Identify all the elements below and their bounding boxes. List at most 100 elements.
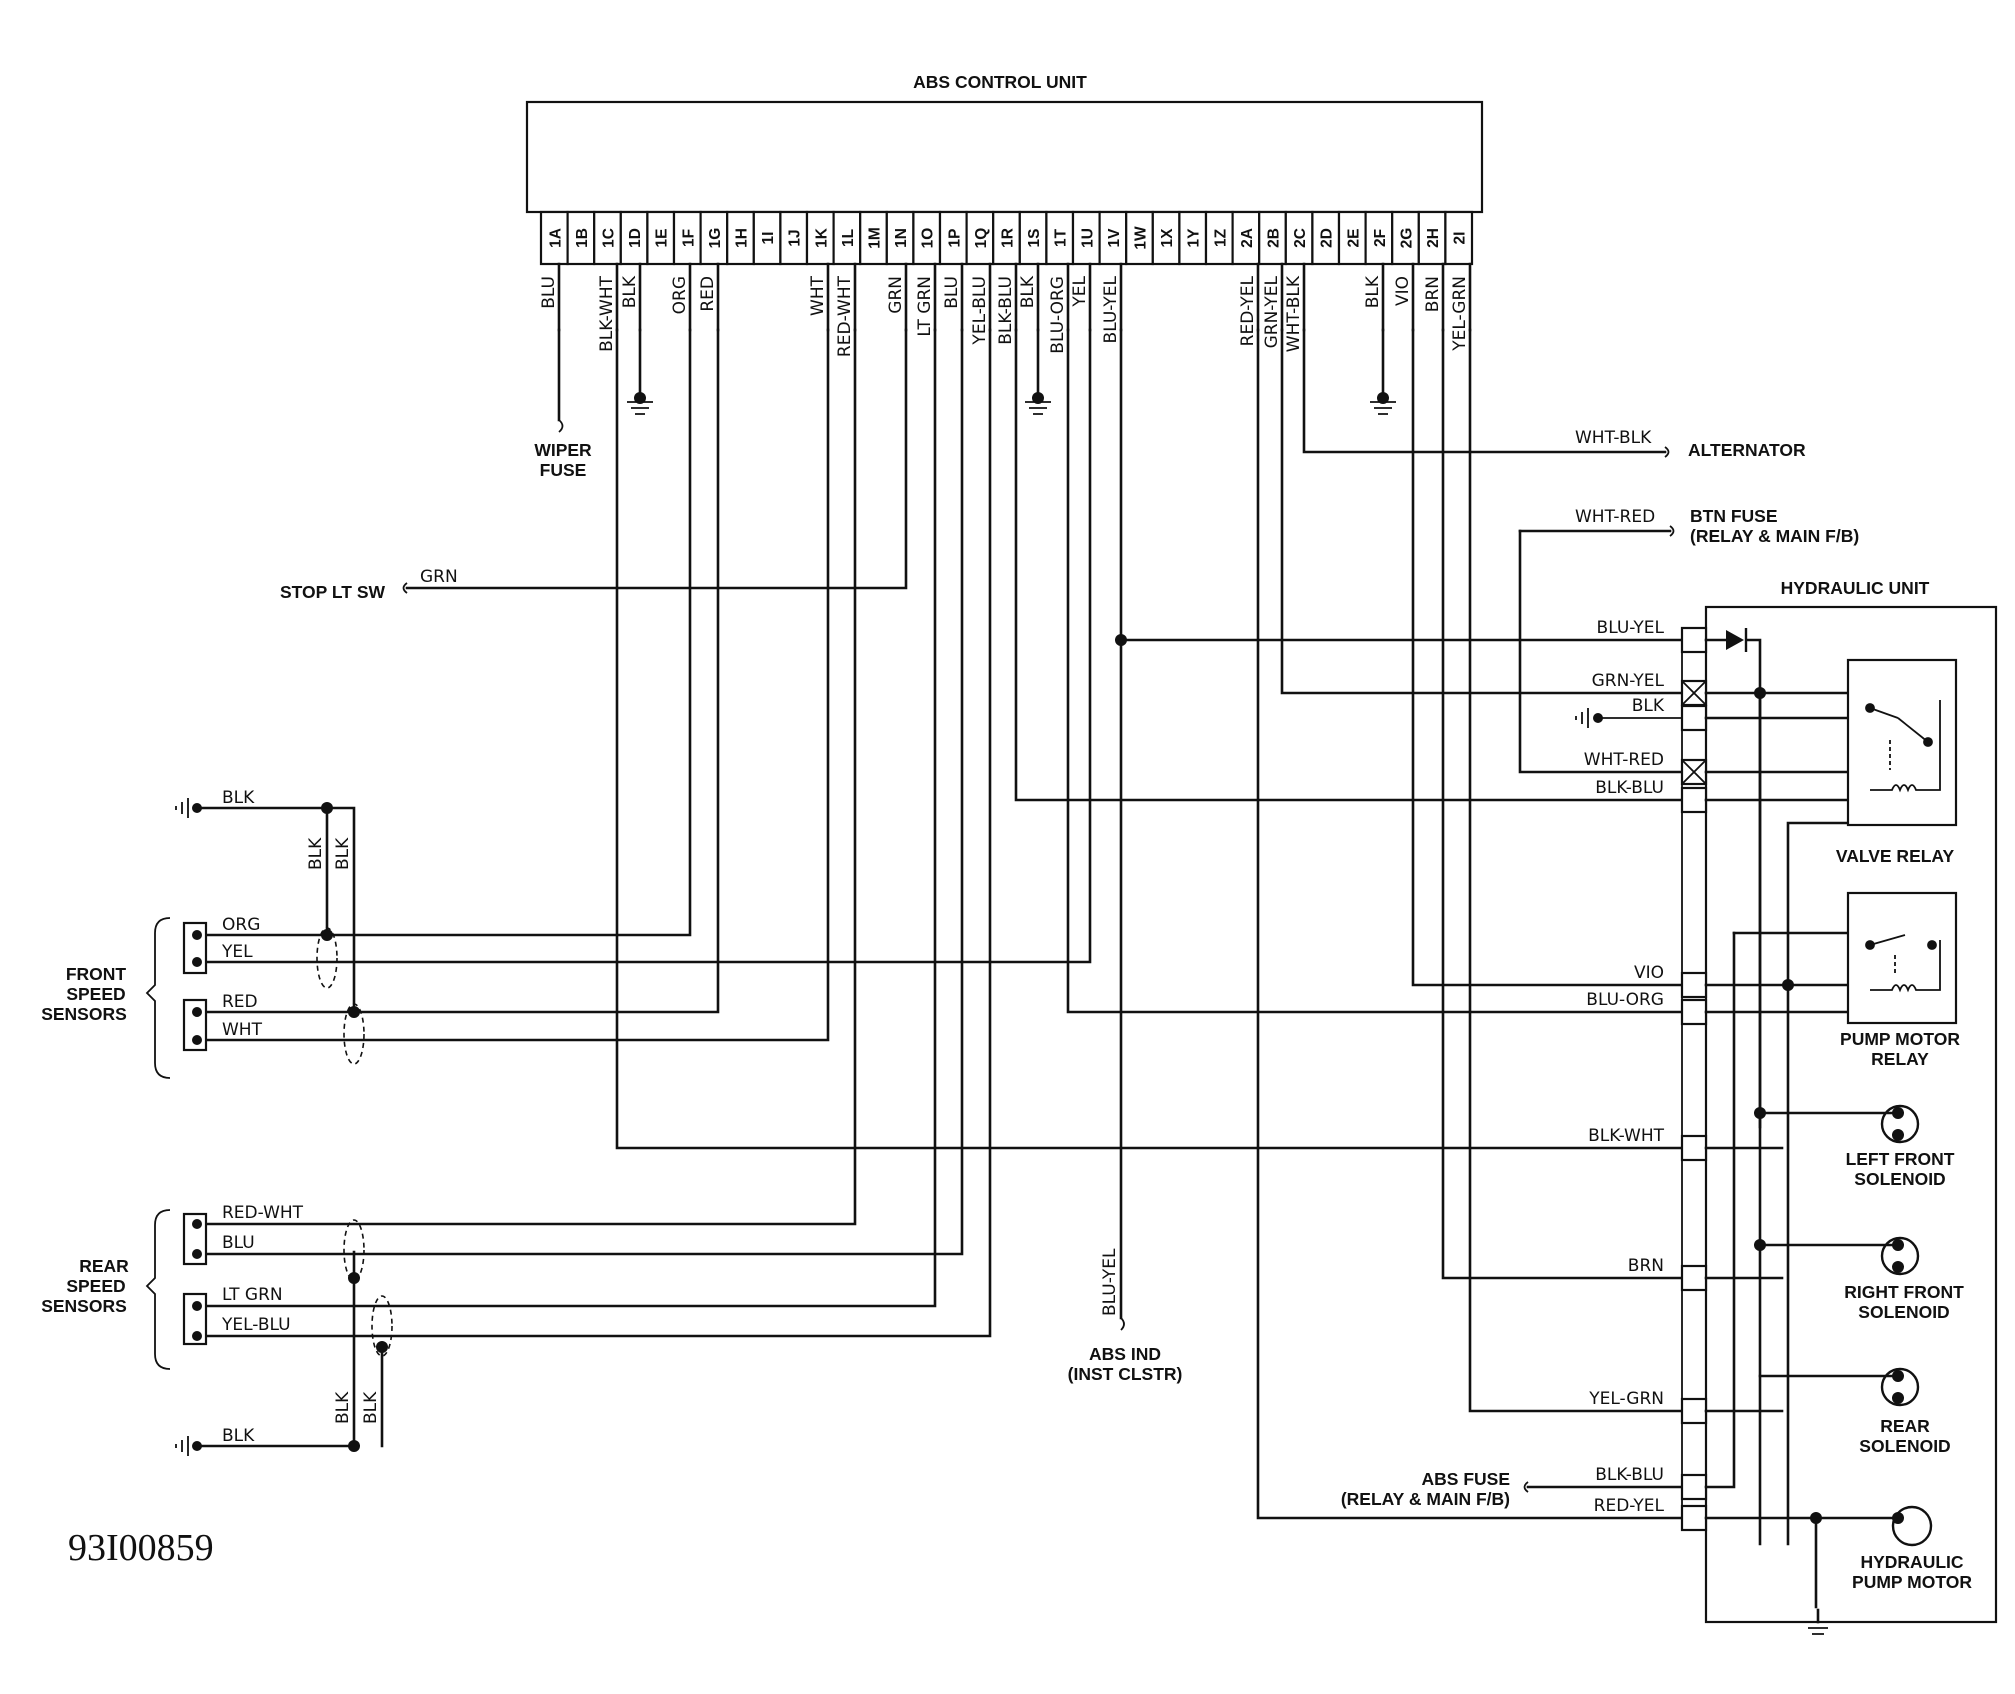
pin-cell xyxy=(566,210,596,266)
pump-motor-icon xyxy=(1891,1505,1933,1547)
left-front-solenoid-label: SOLENOID xyxy=(1854,1169,1945,1189)
pin-wire-color: WHT xyxy=(808,275,828,316)
pin-label: 1C xyxy=(601,228,618,248)
rear-sensor-wire-label: YEL-BLU xyxy=(221,1315,291,1335)
pin-label: 1S xyxy=(1026,229,1043,248)
pin-wire-color: BLK xyxy=(1363,275,1383,308)
pin-label: 1E xyxy=(654,229,671,248)
pin-label: 2G xyxy=(1399,228,1416,249)
alternator-wire-label: WHT-BLK xyxy=(1575,428,1652,448)
hydraulic-input-label: BLU-ORG xyxy=(1586,990,1664,1010)
right-front-solenoid-label: RIGHT FRONT xyxy=(1844,1282,1964,1302)
pump-motor-relay-label: RELAY xyxy=(1871,1049,1929,1069)
pin-label: 2C xyxy=(1292,228,1309,248)
right-front-solenoid-label: SOLENOID xyxy=(1858,1302,1949,1322)
rear-ground-wire-label: BLK xyxy=(222,1426,255,1446)
ground-icon xyxy=(627,401,1396,415)
hydraulic-pin xyxy=(1680,786,1708,814)
pin-label: 1Y xyxy=(1186,228,1203,248)
pin-wire-color: ORG xyxy=(670,276,690,314)
pin-cell xyxy=(779,210,809,266)
diode-icon xyxy=(1726,628,1748,652)
hydraulic-pin xyxy=(1680,1134,1708,1162)
hydraulic-pin xyxy=(1680,998,1708,1026)
wire-traces xyxy=(195,328,1684,1520)
pin-cell xyxy=(1071,210,1101,266)
pin-label: 1K xyxy=(813,227,830,248)
pin-wire-color: RED-WHT xyxy=(835,275,855,357)
btn-wire-label: WHT-RED xyxy=(1575,507,1655,527)
front-sensor-wire-label: WHT xyxy=(222,1020,263,1040)
blocked-pin-icon xyxy=(1681,680,1707,706)
btn-fuse-label: (RELAY & MAIN F/B) xyxy=(1690,526,1859,546)
hydraulic-input-label: BLK xyxy=(1632,696,1665,716)
pin-wire-color: BRN xyxy=(1423,276,1443,312)
btn-fuse-label: BTN FUSE xyxy=(1690,506,1778,526)
abs-fuse-label: ABS FUSE xyxy=(1422,1469,1510,1489)
hydraulic-input-label: WHT-RED xyxy=(1584,750,1664,770)
hydraulic-pin xyxy=(1680,971,1708,999)
front-sensor-wire-label: ORG xyxy=(222,915,260,935)
pin-label: 1J xyxy=(787,229,804,246)
abs-ind-wire-label: BLU-YEL xyxy=(1100,1248,1120,1316)
pin-label: 2H xyxy=(1425,228,1442,248)
pin-label: 1H xyxy=(734,228,751,248)
solenoid-icon xyxy=(1880,1104,1920,1144)
pin-cell xyxy=(1417,210,1447,266)
pin-label: 2D xyxy=(1319,228,1336,248)
hydraulic-pump-motor-label: PUMP MOTOR xyxy=(1852,1572,1972,1592)
pin-label: 1D xyxy=(627,228,644,248)
hydraulic-input-label: RED-YEL xyxy=(1594,1496,1665,1516)
pin-wire-color: BLU-YEL xyxy=(1101,275,1121,343)
pin-wire-color: GRN-YEL xyxy=(1262,275,1282,348)
abs-ind-label: (INST CLSTR) xyxy=(1068,1364,1183,1384)
abs-fuse-label: (RELAY & MAIN F/B) xyxy=(1341,1489,1510,1509)
ground-icon xyxy=(1575,708,1682,728)
pin-cell xyxy=(593,210,622,266)
hydraulic-internal-wiring xyxy=(1704,638,1900,1624)
pin-wire-color: BLU-ORG xyxy=(1048,276,1068,354)
pin-wire-color: YEL-BLU xyxy=(970,276,990,346)
pin-label: 1A xyxy=(547,228,564,248)
pin-cell xyxy=(1178,210,1208,266)
hydraulic-pin xyxy=(1680,1473,1708,1501)
left-front-solenoid-label: LEFT FRONT xyxy=(1846,1149,1955,1169)
pin-label: 1L xyxy=(840,229,857,247)
pin-label: 1P xyxy=(946,229,963,248)
pin-wire-color: BLK-WHT xyxy=(597,275,617,352)
blocked-pin-icon xyxy=(1681,759,1707,785)
hydraulic-pin xyxy=(1680,1264,1708,1292)
front-sensors-title: SPEED xyxy=(66,984,125,1004)
pin-cell xyxy=(965,210,995,266)
pin-wire-color: BLU xyxy=(942,276,962,309)
shield-icon xyxy=(316,927,393,1357)
pin-label: 2E xyxy=(1345,229,1362,248)
pin-label: 1T xyxy=(1053,228,1070,247)
abs-ind-label: ABS IND xyxy=(1089,1344,1161,1364)
hydraulic-input-label: GRN-YEL xyxy=(1592,671,1665,691)
hydraulic-input-label: BLK-WHT xyxy=(1588,1126,1665,1146)
pin-cell xyxy=(1045,210,1075,266)
rear-sensor-wire-label: LT GRN xyxy=(222,1285,283,1305)
diagram-code: 93I00859 xyxy=(68,1527,214,1569)
wiper-fuse-label: FUSE xyxy=(540,460,587,480)
control-unit-title: ABS CONTROL UNIT xyxy=(913,72,1087,92)
pin-cell xyxy=(1444,210,1474,266)
pin-cell xyxy=(752,210,782,266)
pin-wire-color: RED-YEL xyxy=(1238,275,1258,346)
pin-label: 1N xyxy=(893,228,910,248)
rear-sensors-title: SENSORS xyxy=(41,1296,127,1316)
front-shield-wire-label: BLK xyxy=(333,837,353,870)
pin-label: 1R xyxy=(1000,228,1017,248)
hydraulic-pin xyxy=(1680,1504,1708,1532)
pump-motor-relay xyxy=(1846,891,1958,1025)
pin-cell xyxy=(646,210,676,266)
pin-label: 1Z xyxy=(1212,228,1229,247)
pin-wire-color: WHT-BLK xyxy=(1284,275,1304,352)
ground-icon xyxy=(175,798,189,818)
solenoid-icon xyxy=(1880,1236,1920,1276)
pump-motor-relay-label: PUMP MOTOR xyxy=(1840,1029,1960,1049)
pin-label: 1M xyxy=(867,227,884,249)
